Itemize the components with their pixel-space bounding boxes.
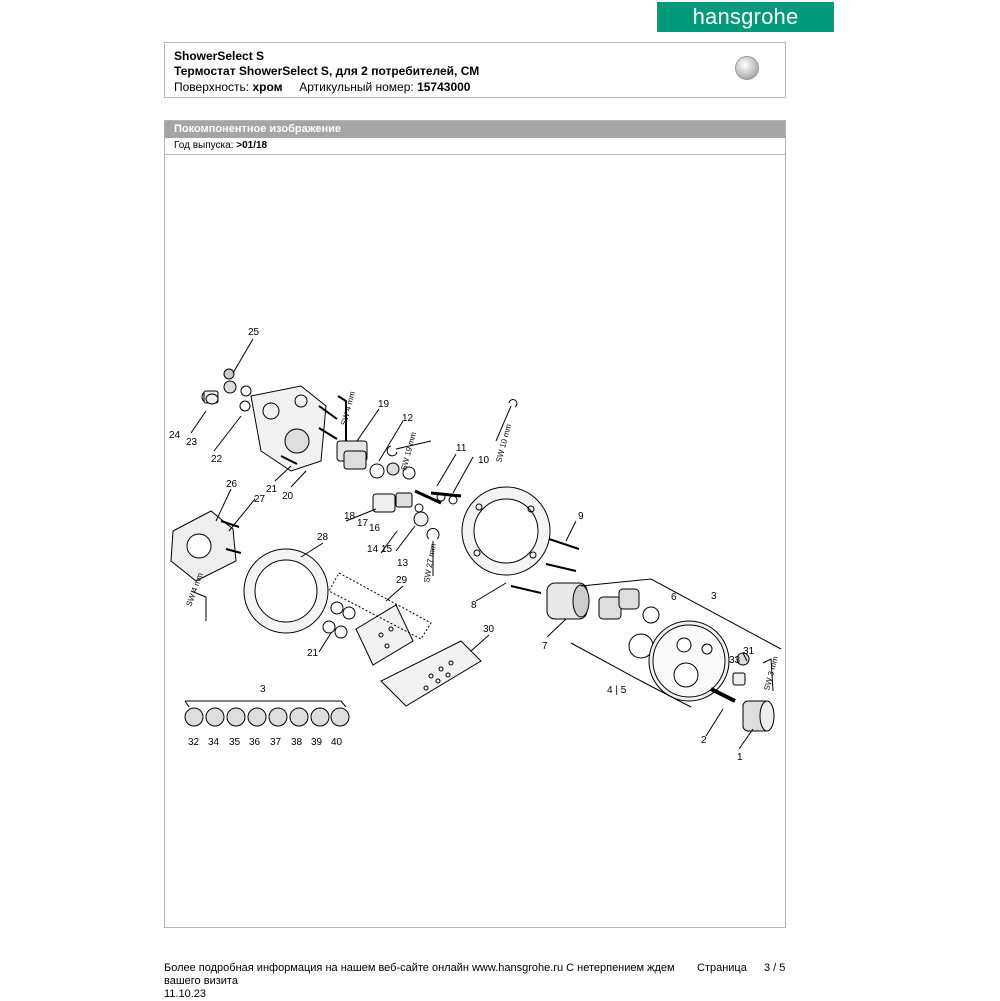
year-label: Год выпуска: <box>174 140 234 151</box>
part-label-6: 6 <box>671 592 677 603</box>
part-label-2: 2 <box>701 735 707 746</box>
part-label-9: 9 <box>578 511 584 522</box>
tool-label-sw27: SW 27 mm <box>422 542 438 583</box>
article-label: Артикульный номер: <box>299 80 414 94</box>
part-label-1: 1 <box>737 752 743 763</box>
part-label-12: 12 <box>402 413 414 424</box>
part-label-18: 18 <box>344 511 356 522</box>
part-label-24: 24 <box>169 430 181 441</box>
part-label-34: 34 <box>208 737 220 748</box>
part-label-31: 31 <box>743 646 755 657</box>
part-label-29: 29 <box>396 575 408 586</box>
part-label-26: 26 <box>226 479 238 490</box>
part-label-27: 27 <box>254 494 266 505</box>
part-label-23: 23 <box>186 437 198 448</box>
tool-label-sw4-bottom: SW 4 mm <box>184 571 205 607</box>
part-label-17: 17 <box>357 518 369 529</box>
product-header: ShowerSelect S Термостат ShowerSelect S,… <box>164 42 786 98</box>
part-label-3-caps: 3 <box>260 684 266 695</box>
part-label-20: 20 <box>282 491 294 502</box>
product-thumbnail <box>735 56 759 80</box>
part-label-40: 40 <box>331 737 343 748</box>
footer-page-number: 3 / 5 <box>764 962 786 974</box>
product-title: ShowerSelect S <box>174 49 265 63</box>
footer-info: Более подробная информация на нашем веб-… <box>164 962 675 987</box>
part-label-14: 14 <box>367 544 379 555</box>
part-label-15: 15 <box>381 544 393 555</box>
hansgrohe-logo: hansgrohe <box>657 2 834 32</box>
release-year: Год выпуска: >01/18 <box>165 138 785 155</box>
part-label-11: 11 <box>456 443 467 454</box>
part-label-3: 3 <box>711 591 717 602</box>
tool-label-sw4-top: SW 4 mm <box>339 390 357 427</box>
exploded-diagram: 1 2 3 4 | 5 6 7 8 9 10 11 12 13 14 15 16… <box>169 327 782 763</box>
footer-page-label: Страница <box>697 962 747 974</box>
product-meta: Поверхность: хром Артикульный номер: 157… <box>174 80 470 94</box>
part-label-36: 36 <box>249 737 261 748</box>
part-label-21: 21 <box>266 484 278 495</box>
part-label-21-lower: 21 <box>307 648 319 659</box>
part-label-32: 32 <box>188 737 200 748</box>
part-label-13: 13 <box>397 558 409 569</box>
part-label-4-5: 4 | 5 <box>607 685 627 696</box>
part-labels: 1 2 3 4 | 5 6 7 8 9 10 11 12 13 14 15 16… <box>169 327 755 763</box>
part-label-16: 16 <box>369 523 381 534</box>
article-value: 15743000 <box>417 80 471 94</box>
tool-label-sw3: SW 3 mm <box>762 655 780 692</box>
surface-value: хром <box>252 80 283 94</box>
year-value: >01/18 <box>236 140 268 151</box>
part-label-35: 35 <box>229 737 241 748</box>
tool-label-sw10: SW 10 mm <box>494 423 513 464</box>
part-label-25: 25 <box>248 327 260 338</box>
product-subtitle: Термостат ShowerSelect S, для 2 потребит… <box>174 64 480 78</box>
surface-label: Поверхность: <box>174 80 250 94</box>
part-label-33-top: 33 <box>729 655 741 666</box>
exploded-view-section: Покомпонентное изображение Год выпуска: … <box>164 120 786 928</box>
part-label-10: 10 <box>478 455 490 466</box>
part-label-37: 37 <box>270 737 282 748</box>
part-label-28: 28 <box>317 532 329 543</box>
footer-date: 11.10.23 <box>164 988 207 1000</box>
part-label-39: 39 <box>311 737 323 748</box>
part-label-7: 7 <box>542 641 548 652</box>
part-label-38: 38 <box>291 737 303 748</box>
part-label-19: 19 <box>378 399 390 410</box>
part-label-8: 8 <box>471 600 477 611</box>
section-title: Покомпонентное изображение <box>165 121 785 138</box>
part-label-30: 30 <box>483 624 495 635</box>
tool-label-sw19: SW 19 mm <box>399 431 418 472</box>
part-label-22: 22 <box>211 454 223 465</box>
